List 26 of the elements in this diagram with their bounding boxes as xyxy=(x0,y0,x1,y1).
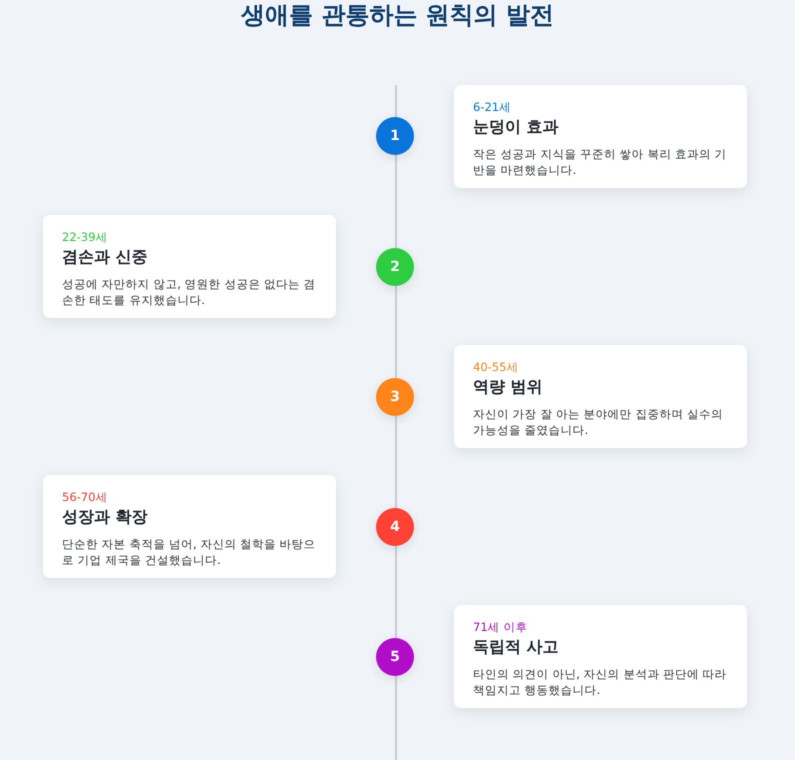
card-text: 성공에 자만하지 않고, 영원한 성공은 없다는 겸손한 태도를 유지했습니다. xyxy=(62,276,317,308)
card-text: 작은 성공과 지식을 꾸준히 쌓아 복리 효과의 기반을 마련했습니다. xyxy=(473,146,728,178)
number-circle: 2 xyxy=(376,248,414,286)
age-label: 6-21세 xyxy=(473,99,512,116)
event-card xyxy=(43,475,336,578)
number-circle: 5 xyxy=(376,638,414,676)
card-heading: 겸손과 신중 xyxy=(62,246,149,268)
card-heading: 역량 범위 xyxy=(473,376,544,398)
event-card xyxy=(454,605,747,708)
card-heading: 눈덩이 효과 xyxy=(473,116,560,138)
number-circle: 4 xyxy=(376,508,414,546)
event-card xyxy=(43,215,336,318)
card-text: 단순한 자본 축적을 넘어, 자신의 철학을 바탕으로 기업 제국을 건설했습니다. xyxy=(62,536,317,568)
age-label: 22-39세 xyxy=(62,229,108,246)
number-circle: 3 xyxy=(376,378,414,416)
age-label: 40-55세 xyxy=(473,359,520,376)
age-label: 71세 이후 xyxy=(473,619,528,636)
card-heading: 독립적 사고 xyxy=(473,636,560,658)
title: 생애를 관통하는 원칙의 발전 xyxy=(240,0,556,30)
card-heading: 성장과 확장 xyxy=(62,506,149,528)
card-text: 타인의 의견이 아닌, 자신의 분석과 판단에 따라 책임지고 행동했습니다. xyxy=(473,666,728,698)
age-label: 56-70세 xyxy=(62,489,108,506)
event-card xyxy=(454,345,747,448)
card-text: 자신이 가장 잘 아는 분야에만 집중하며 실수의 가능성을 줄였습니다. xyxy=(473,406,724,438)
number-circle: 1 xyxy=(376,117,414,155)
event-card xyxy=(454,85,747,188)
